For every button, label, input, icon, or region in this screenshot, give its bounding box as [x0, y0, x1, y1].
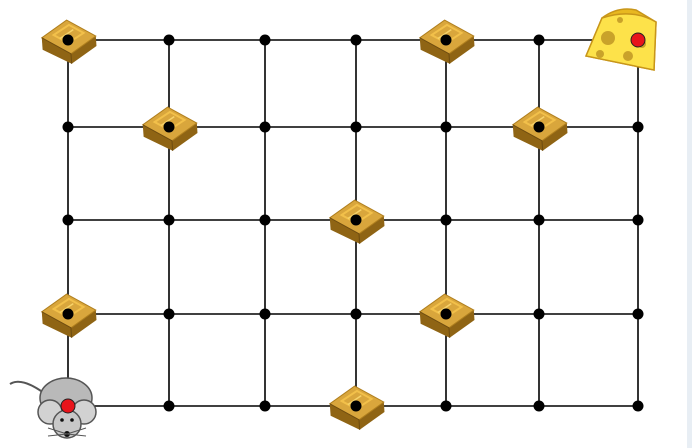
grid-node[interactable] — [260, 35, 271, 46]
trap-layer — [41, 18, 569, 432]
grid-node[interactable] — [441, 35, 452, 46]
grid-node[interactable] — [164, 35, 175, 46]
mouse-eye — [70, 418, 74, 422]
grid-node[interactable] — [164, 215, 175, 226]
grid-node[interactable] — [63, 309, 74, 320]
grid-node[interactable] — [63, 215, 74, 226]
grid-node[interactable] — [441, 122, 452, 133]
cheese-hole — [596, 50, 604, 58]
grid-nodes — [63, 35, 644, 412]
grid-node[interactable] — [351, 35, 362, 46]
start-marker[interactable] — [61, 399, 75, 413]
grid-node[interactable] — [260, 401, 271, 412]
grid-node[interactable] — [534, 35, 545, 46]
grid-node[interactable] — [534, 401, 545, 412]
cheese-icon[interactable] — [586, 9, 656, 70]
grid-node[interactable] — [534, 309, 545, 320]
grid-node[interactable] — [351, 215, 362, 226]
grid-node[interactable] — [633, 215, 644, 226]
grid-node[interactable] — [260, 309, 271, 320]
grid-node[interactable] — [260, 215, 271, 226]
grid-node[interactable] — [63, 122, 74, 133]
grid-node[interactable] — [351, 309, 362, 320]
mouse-eye — [60, 418, 64, 422]
goal-marker[interactable] — [631, 33, 645, 47]
cheese-goal — [586, 9, 656, 70]
grid-node[interactable] — [63, 35, 74, 46]
grid-node[interactable] — [164, 401, 175, 412]
grid-node[interactable] — [633, 309, 644, 320]
mouse-player — [10, 378, 96, 438]
cheese-hole — [617, 17, 623, 23]
grid-node[interactable] — [633, 401, 644, 412]
mouse-icon[interactable] — [10, 378, 96, 438]
window-edge — [687, 0, 692, 448]
grid-node[interactable] — [260, 122, 271, 133]
grid-node[interactable] — [441, 309, 452, 320]
grid-node[interactable] — [441, 401, 452, 412]
cheese-hole — [601, 31, 615, 45]
cheese-hole — [623, 51, 633, 61]
grid-node[interactable] — [441, 215, 452, 226]
grid-node[interactable] — [633, 122, 644, 133]
grid-node[interactable] — [534, 215, 545, 226]
grid-node[interactable] — [164, 122, 175, 133]
grid-node[interactable] — [351, 122, 362, 133]
grid-node[interactable] — [534, 122, 545, 133]
grid-node[interactable] — [351, 401, 362, 412]
grid-node[interactable] — [164, 309, 175, 320]
